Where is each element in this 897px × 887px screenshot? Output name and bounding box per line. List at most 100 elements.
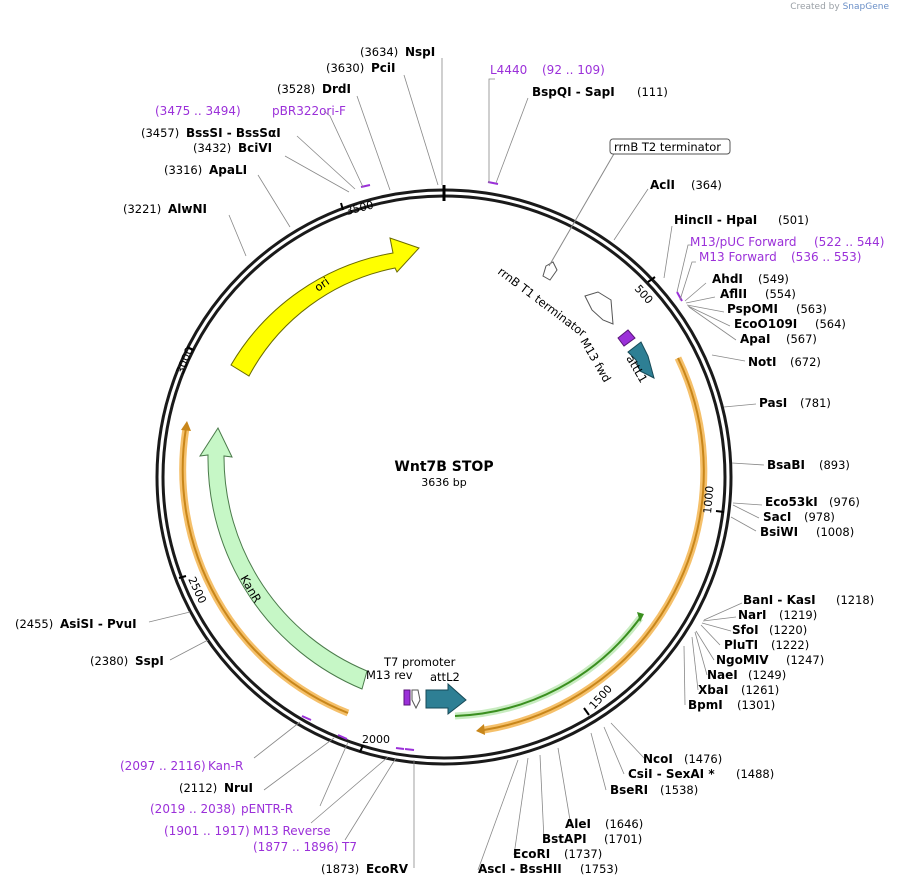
enzyme-bsssi: BssSI - BssSαI	[186, 126, 281, 140]
enzyme-alei: AleI	[565, 817, 591, 831]
primer-m13rev-range: (1901 .. 1917)	[164, 824, 250, 838]
pos-pasi: (781)	[800, 396, 831, 410]
enzyme-bani: BanI - KasI	[743, 593, 816, 607]
t7-promoter-feature[interactable]	[411, 689, 421, 710]
primer-pentr-range: (2019 .. 2038)	[150, 802, 236, 816]
kanr-feature[interactable]	[199, 426, 368, 690]
pos-alwni: (3221)	[123, 202, 161, 216]
scale-ticks	[178, 202, 725, 753]
pos-apai: (567)	[786, 332, 817, 346]
pos-ncoi: (1476)	[684, 752, 722, 766]
orf-green-arc	[454, 617, 641, 717]
orf-arc-right	[483, 357, 705, 731]
primer-kanr-name: Kan-R	[208, 759, 243, 773]
plasmid-length: 3636 bp	[421, 476, 466, 489]
pos-bpmi: (1301)	[737, 698, 775, 712]
primer-l4440-name: L4440	[490, 63, 527, 77]
orf-arc-left-halo	[179, 427, 350, 717]
orf-arc-left	[181, 427, 349, 714]
pos-bsabi: (893)	[819, 458, 850, 472]
primer-t7-name: T7	[341, 840, 357, 854]
enzyme-nari: NarI	[738, 608, 767, 622]
plasmid-name: Wnt7B STOP	[394, 459, 493, 475]
tick-3000: 3000	[174, 345, 197, 376]
pos-acli: (364)	[691, 178, 722, 192]
credit-prefix: Created by	[790, 2, 840, 12]
pos-bani: (1218)	[836, 593, 874, 607]
attl2-feature[interactable]	[425, 682, 467, 716]
enzyme-bsiwi: BsiWI	[760, 525, 798, 539]
primer-m13fwd-range: (536 .. 553)	[791, 250, 861, 264]
pos-bspqi: (111)	[637, 85, 668, 99]
enzyme-aflii: AflII	[720, 287, 747, 301]
rrnb-t2-label-box	[609, 138, 731, 155]
pos-bseri: (1538)	[660, 783, 698, 797]
rrnb-t2-terminator-feature[interactable]	[542, 261, 558, 281]
pos-sfoi: (1220)	[769, 623, 807, 637]
pos-drdi: (3528)	[277, 82, 315, 96]
primer-pentr-name: pENTR-R	[241, 802, 293, 816]
enzyme-bpmi: BpmI	[688, 698, 723, 712]
enzyme-sfoi: SfoI	[732, 623, 759, 637]
pos-hincii: (501)	[778, 213, 809, 227]
enzyme-naei: NaeI	[707, 668, 738, 682]
m13-rev-feature[interactable]	[403, 689, 411, 706]
pos-bstapi: (1701)	[604, 832, 642, 846]
rrnb-t1-terminator-feature[interactable]	[584, 291, 614, 325]
pos-apali: (3316)	[164, 163, 202, 177]
pos-noti: (672)	[790, 355, 821, 369]
pos-pcii: (3630)	[326, 61, 364, 75]
pos-ecori: (1737)	[564, 847, 602, 861]
enzyme-bseri: BseRI	[610, 783, 648, 797]
enzyme-apai: ApaI	[740, 332, 770, 346]
enzyme-ecorv: EcoRV	[366, 862, 409, 876]
enzyme-saci: SacI	[763, 510, 791, 524]
enzyme-pcii: PciI	[371, 61, 396, 75]
attl2-label: attL2	[430, 670, 460, 684]
pos-bsssi: (3457)	[141, 126, 179, 140]
enzyme-ecori: EcoRI	[513, 847, 550, 861]
enzyme-ncoi: NcoI	[643, 752, 673, 766]
orf-arc-left-arrowhead	[181, 421, 191, 431]
primer-m13puc-range: (522 .. 544)	[814, 235, 884, 249]
enzyme-bstapi: BstAPI	[542, 832, 587, 846]
m13-fwd-label: M13 fwd	[577, 336, 614, 385]
enzyme-bcivi: BciVI	[238, 141, 272, 155]
ori-feature[interactable]	[230, 237, 420, 377]
m13-rev-label: M13 rev	[366, 668, 413, 682]
pos-pluti: (1222)	[771, 638, 809, 652]
snapgene-credit: Created by SnapGene	[790, 2, 889, 12]
leader-lines	[148, 58, 765, 871]
rrnb-t2-leader	[548, 151, 616, 267]
pos-ecorv: (1873)	[321, 862, 359, 876]
tick-1000: 1000	[701, 485, 716, 514]
enzyme-sspi: SspI	[135, 654, 164, 668]
pos-ngomiv: (1247)	[786, 653, 824, 667]
enzyme-positions: (3634) (3630) (3528) (3457) (3432) (3316…	[15, 45, 874, 876]
pos-saci: (978)	[804, 510, 835, 524]
m13-fwd-feature[interactable]	[617, 329, 636, 347]
attl1-feature[interactable]	[627, 341, 655, 379]
enzyme-alwni: AlwNI	[168, 202, 207, 216]
pos-naei: (1249)	[748, 668, 786, 682]
primer-m13rev-name: M13 Reverse	[253, 824, 331, 838]
primer-t7-range: (1877 .. 1896)	[253, 840, 339, 854]
t7-promoter-label: T7 promoter	[383, 655, 456, 669]
primer-marks	[301, 181, 683, 751]
primer-l4440-range: (92 .. 109)	[542, 63, 605, 77]
pos-eco53ki: (976)	[829, 495, 860, 509]
enzyme-apali: ApaLI	[209, 163, 247, 177]
primer-kanr-range: (2097 .. 2116)	[120, 759, 206, 773]
tick-2000: 2000	[362, 733, 390, 746]
pos-eco0109i: (564)	[815, 317, 846, 331]
enzyme-eco53ki: Eco53kI	[765, 495, 818, 509]
primer-m13puc-name: M13/pUC Forward	[690, 235, 797, 249]
enzyme-pspomi: PspOMI	[727, 302, 778, 316]
enzyme-pasi: PasI	[759, 396, 787, 410]
enzyme-nrui: NruI	[224, 781, 253, 795]
enzyme-ahdi: AhdI	[712, 272, 743, 286]
pos-bsiwi: (1008)	[816, 525, 854, 539]
enzyme-bspqi: BspQI - SapI	[532, 85, 615, 99]
orf-arc-right-halo	[483, 356, 708, 734]
